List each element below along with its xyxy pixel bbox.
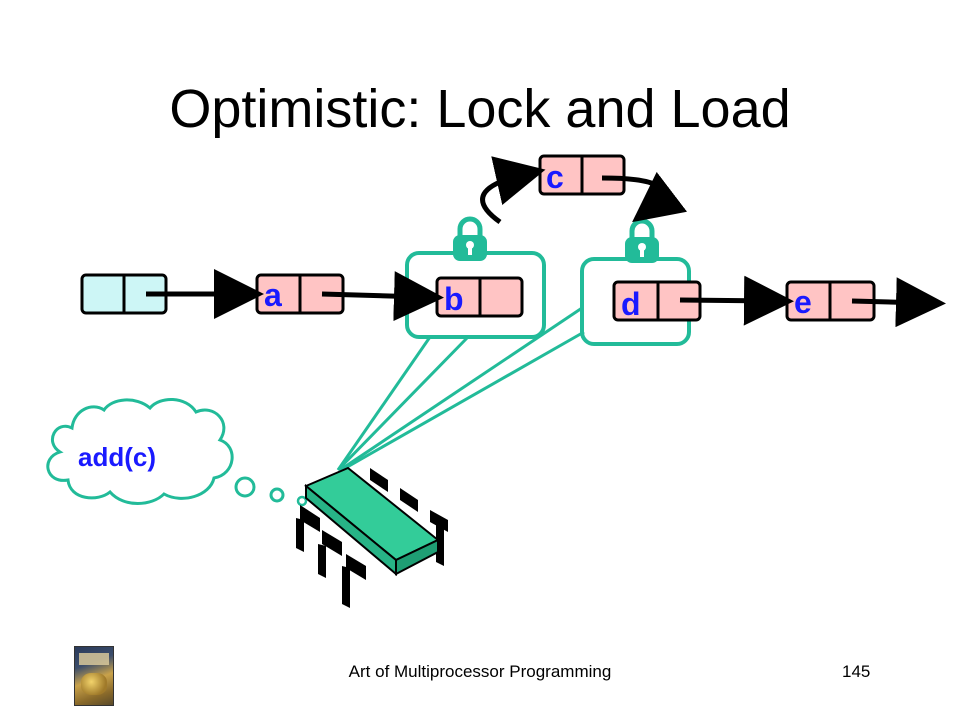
node-d-label: d [621, 286, 641, 322]
processor-chip-icon [296, 466, 448, 608]
thought-text: add(c) [78, 442, 156, 472]
page-number: 145 [842, 662, 871, 681]
node-b: b [435, 276, 524, 318]
sightlines [336, 306, 585, 472]
node-e-label: e [794, 284, 812, 320]
node-a-label: a [264, 277, 282, 313]
slide-title: Optimistic: Lock and Load [169, 79, 791, 139]
footer-title: Art of Multiprocessor Programming [348, 662, 612, 681]
thought-bubble-icon: add(c) [46, 398, 308, 507]
node-c-label: c [546, 159, 564, 195]
lock-icon [625, 218, 659, 263]
node-b-label: b [444, 281, 464, 317]
lock-icon [453, 216, 487, 261]
node-c: c [538, 154, 626, 196]
pointer-arrows [146, 156, 946, 328]
book-cover-icon [74, 646, 114, 706]
